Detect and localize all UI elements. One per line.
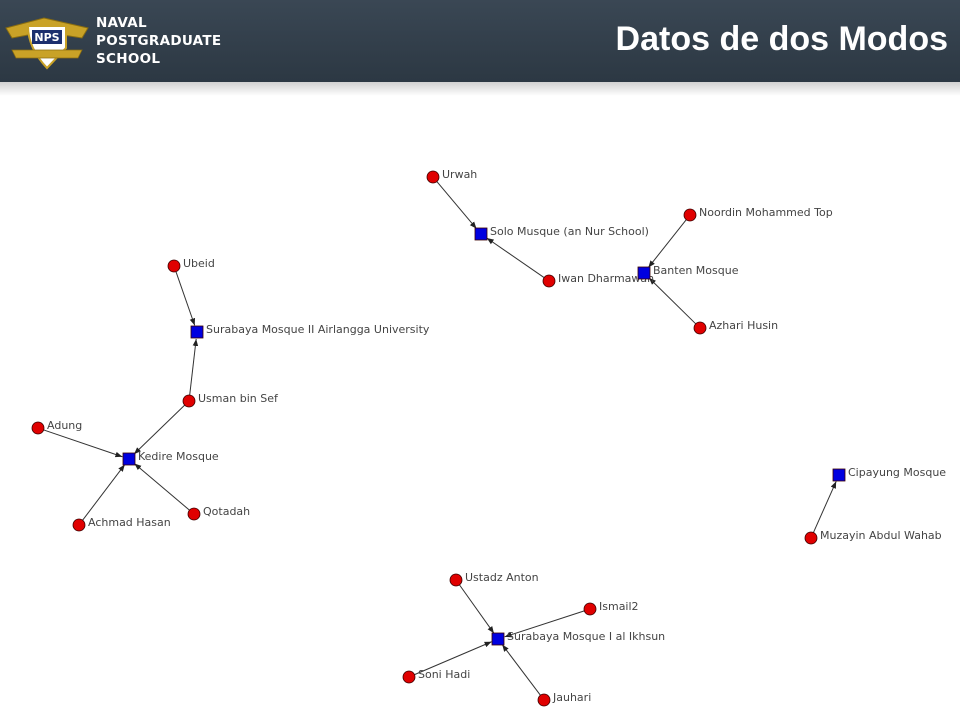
person-circle-icon (426, 170, 440, 184)
person-circle-icon (683, 208, 697, 222)
nps-shield-logo-icon: NPS (5, 17, 89, 70)
place-square-icon (474, 227, 488, 241)
node-label: Achmad Hasan (88, 516, 171, 529)
node-label: Qotadah (203, 505, 250, 518)
edge-muzayin-abdul-wahab-to-cipayung-mosque (812, 481, 837, 533)
edge-achmad-hasan-to-kedire-mosque (82, 464, 126, 521)
header-shadow (0, 82, 960, 96)
edge-ubeid-to-surabaya-mosque-ii-airlangga-university (175, 271, 196, 326)
node-label: Cipayung Mosque (848, 466, 946, 479)
place-square-icon (190, 325, 204, 339)
edges (43, 181, 837, 696)
node-label: Ismail2 (599, 600, 639, 613)
edge-ismail2-to-surabaya-mosque-i-al-ikhsun (504, 610, 585, 638)
person-node-urwah: Urwah (426, 168, 477, 184)
node-label: Ubeid (183, 257, 215, 270)
node-label: Noordin Mohammed Top (699, 206, 833, 219)
person-node-muzayin-abdul-wahab: Muzayin Abdul Wahab (804, 529, 942, 545)
place-node-cipayung-mosque: Cipayung Mosque (832, 466, 946, 482)
edge-urwah-to-solo-musque-an-nur-school (436, 181, 477, 229)
header-bar: NPS NAVAL POSTGRADUATE SCHOOL Datos de d… (0, 0, 960, 82)
person-circle-icon (693, 321, 707, 335)
node-label: Iwan Dharmawan (558, 272, 654, 285)
person-node-soni-hadi: Soni Hadi (402, 668, 470, 684)
place-node-surabaya-mosque-ii-airlangga-university: Surabaya Mosque II Airlangga University (190, 323, 430, 339)
node-label: Kedire Mosque (138, 450, 219, 463)
node-label: Soni Hadi (418, 668, 470, 681)
edge-jauhari-to-surabaya-mosque-i-al-ikhsun (501, 644, 541, 696)
person-node-noordin-mohammed-top: Noordin Mohammed Top (683, 206, 833, 222)
person-circle-icon (31, 421, 45, 435)
person-circle-icon (583, 602, 597, 616)
person-node-iwan-dharmawan: Iwan Dharmawan (542, 272, 654, 288)
place-node-solo-musque-an-nur-school: Solo Musque (an Nur School) (474, 225, 649, 241)
node-label: Surabaya Mosque II Airlangga University (206, 323, 430, 336)
person-node-jauhari: Jauhari (537, 691, 591, 707)
person-node-ismail2: Ismail2 (583, 600, 639, 616)
logo-badge-text: NPS (34, 31, 59, 44)
person-circle-icon (187, 507, 201, 521)
edge-azhari-husin-to-banten-mosque (648, 277, 697, 325)
node-label: Muzayin Abdul Wahab (820, 529, 942, 542)
person-node-achmad-hasan: Achmad Hasan (72, 516, 171, 532)
slide-title: Datos de dos Modos (615, 20, 948, 58)
person-circle-icon (182, 394, 196, 408)
node-label: Adung (47, 419, 82, 432)
edge-iwan-dharmawan-to-solo-musque-an-nur-school (486, 237, 545, 278)
person-circle-icon (402, 670, 416, 684)
school-name-line-2: POSTGRADUATE (96, 33, 222, 49)
person-node-ustadz-anton: Ustadz Anton (449, 571, 539, 587)
edge-noordin-mohammed-top-to-banten-mosque (647, 219, 687, 268)
school-name: NAVAL POSTGRADUATE SCHOOL (96, 14, 221, 68)
edge-qotadah-to-kedire-mosque (134, 463, 190, 511)
place-square-icon (637, 266, 651, 280)
node-label: Surabaya Mosque I al Ikhsun (507, 630, 665, 643)
person-node-azhari-husin: Azhari Husin (693, 319, 778, 335)
person-circle-icon (537, 693, 551, 707)
place-node-surabaya-mosque-i-al-ikhsun: Surabaya Mosque I al Ikhsun (491, 630, 665, 646)
person-node-usman-bin-sef: Usman bin Sef (182, 392, 279, 408)
school-name-line-3: SCHOOL (96, 51, 161, 67)
person-circle-icon (542, 274, 556, 288)
place-node-kedire-mosque: Kedire Mosque (122, 450, 219, 466)
person-node-qotadah: Qotadah (187, 505, 250, 521)
person-node-adung: Adung (31, 419, 82, 435)
edge-soni-hadi-to-surabaya-mosque-i-al-ikhsun (414, 641, 492, 676)
node-label: Solo Musque (an Nur School) (490, 225, 649, 238)
edge-usman-bin-sef-to-surabaya-mosque-ii-airlangga-university (189, 338, 199, 396)
person-node-ubeid: Ubeid (167, 257, 215, 273)
school-name-line-1: NAVAL (96, 15, 147, 31)
place-node-banten-mosque: Banten Mosque (637, 264, 739, 280)
place-square-icon (122, 452, 136, 466)
node-label: Jauhari (552, 691, 591, 704)
person-circle-icon (449, 573, 463, 587)
person-circle-icon (72, 518, 86, 532)
person-circle-icon (804, 531, 818, 545)
place-square-icon (832, 468, 846, 482)
edge-adung-to-kedire-mosque (43, 429, 123, 458)
person-circle-icon (167, 259, 181, 273)
edge-usman-bin-sef-to-kedire-mosque (133, 404, 186, 455)
place-square-icon (491, 632, 505, 646)
node-label: Urwah (442, 168, 477, 181)
node-label: Banten Mosque (653, 264, 739, 277)
node-label: Azhari Husin (709, 319, 778, 332)
node-label: Usman bin Sef (198, 392, 279, 405)
node-label: Ustadz Anton (465, 571, 539, 584)
edge-ustadz-anton-to-surabaya-mosque-i-al-ikhsun (459, 584, 495, 634)
